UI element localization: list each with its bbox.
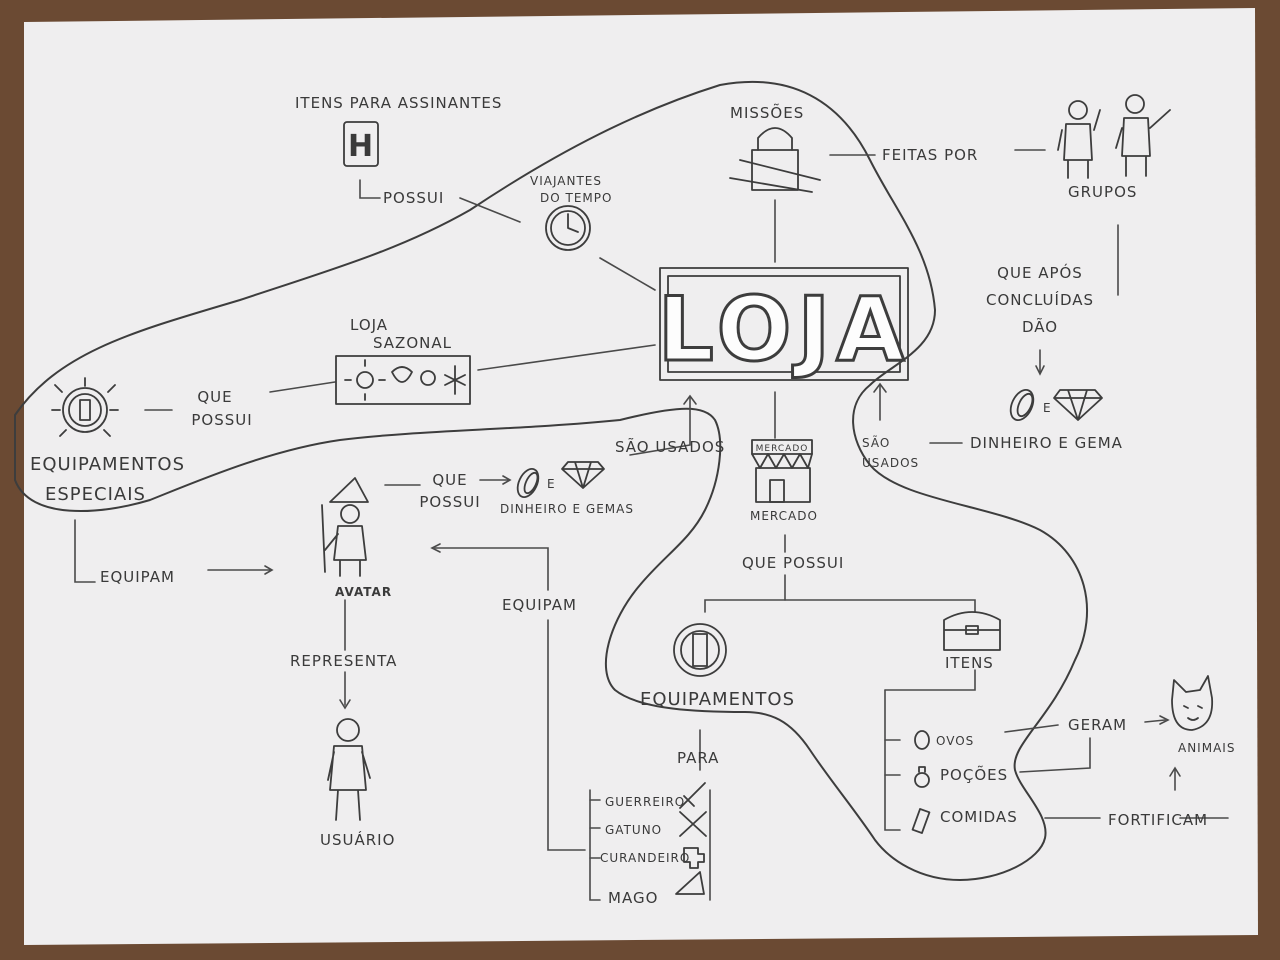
class-guerreiro-label: GUERREIRO [605,795,685,809]
loja-title: LOJA [658,278,911,381]
que-possui-mercado-label: QUE POSSUI [742,554,844,572]
equipam-mid-label: EQUIPAM [502,596,577,614]
itens-label: ITENS [945,654,994,672]
wizard-avatar-icon [321,477,369,577]
sao-usados-right-line1: SÃO [862,435,890,450]
item-ovos-label: OVOS [936,734,974,748]
itens-assinantes-label: ITENS PARA ASSINANTES [295,94,502,112]
class-curandeiro-label: CURANDEIRO [600,851,690,865]
sao-usados-right-line2: USADOS [862,456,919,470]
paper-sheet [24,8,1258,945]
equipamentos-label: EQUIPAMENTOS [640,689,795,710]
dinheiro-gema-right-label: DINHEIRO E GEMA [970,434,1123,452]
loja-region-outline [14,80,1089,882]
possui-top-label: POSSUI [383,189,444,207]
padlock-icon [729,127,821,193]
egg-icon [914,730,930,750]
round-shield-icon [673,623,727,677]
feitas-por-label: FEITAS POR [882,146,978,164]
dinheiro-gemas-mid-label: DINHEIRO E GEMAS [500,502,634,516]
viajantes-label-line1: VIAJANTES [530,174,602,188]
que-possui-avatar-line2: POSSUI [419,493,480,511]
sword-icon [679,782,706,809]
person-icon [327,718,371,821]
class-gatuno-label: GATUNO [605,823,662,837]
mercado-sign-text: MERCADO [756,444,809,454]
viajantes-label-line2: DO TEMPO [540,191,612,205]
market-stall-icon: MERCADO [751,439,813,503]
que-possui-left-line2: POSSUI [191,411,252,429]
que-apos-line1: QUE APÓS [997,263,1083,282]
h-badge-letter: H [348,129,374,164]
clock-icon [545,205,591,251]
potion-icon [914,766,930,788]
que-possui-avatar-line1: QUE [432,471,467,489]
para-label: PARA [677,749,719,767]
e-right-label: E [1043,401,1052,415]
h-badge-icon: H [343,121,379,167]
gem-icon [1053,389,1103,421]
warriors-icon [1057,94,1171,179]
seasonal-banner-icon [335,355,471,405]
que-apos-line3: DÃO [1022,317,1058,336]
avatar-label: AVATAR [335,585,392,599]
flower-icon [420,370,436,386]
chest-icon [943,611,1001,651]
shield-icon [51,377,119,437]
food-icon [911,808,931,834]
wizard-hat-icon [675,871,705,895]
animais-label: ANIMAIS [1178,741,1235,755]
cat-icon [1171,675,1214,731]
representa-label: REPRESENTA [290,652,397,670]
snowflake-icon [444,365,466,395]
equip-especiais-line2: ESPECIAIS [45,484,146,505]
grupos-label: GRUPOS [1068,183,1137,201]
loja-node: LOJA [656,267,911,383]
geram-label: GERAM [1068,716,1127,734]
loja-sazonal-line2: SAZONAL [373,334,452,352]
leaf-icon [391,366,413,383]
e-mid-label: E [547,477,556,491]
item-pocoes-label: POÇÕES [940,765,1008,784]
coin-icon [1009,388,1035,422]
usuario-label: USUÁRIO [320,830,395,849]
que-apos-line2: CONCLUÍDAS [986,290,1094,309]
class-mago-label: MAGO [608,889,658,907]
cross-icon [683,847,705,869]
coin-icon-mid [516,467,540,499]
loja-box-inner [667,275,901,373]
gem-icon-mid [561,461,605,489]
loja-sazonal-line1: LOJA [350,316,388,334]
sun-icon [356,371,374,389]
crossed-daggers-icon [679,811,707,837]
que-possui-left-line1: QUE [197,388,232,406]
sao-usados-mid-label: SÃO USADOS [615,437,725,456]
equipam-left-label: EQUIPAM [100,568,175,586]
connector-lines [74,149,1229,901]
mercado-label: MERCADO [750,509,818,523]
missoes-label: MISSÕES [730,103,804,122]
loja-box-outer [659,267,909,381]
item-comidas-label: COMIDAS [940,808,1018,826]
equip-especiais-line1: EQUIPAMENTOS [30,454,185,475]
fortificam-label: FORTIFICAM [1108,811,1208,829]
